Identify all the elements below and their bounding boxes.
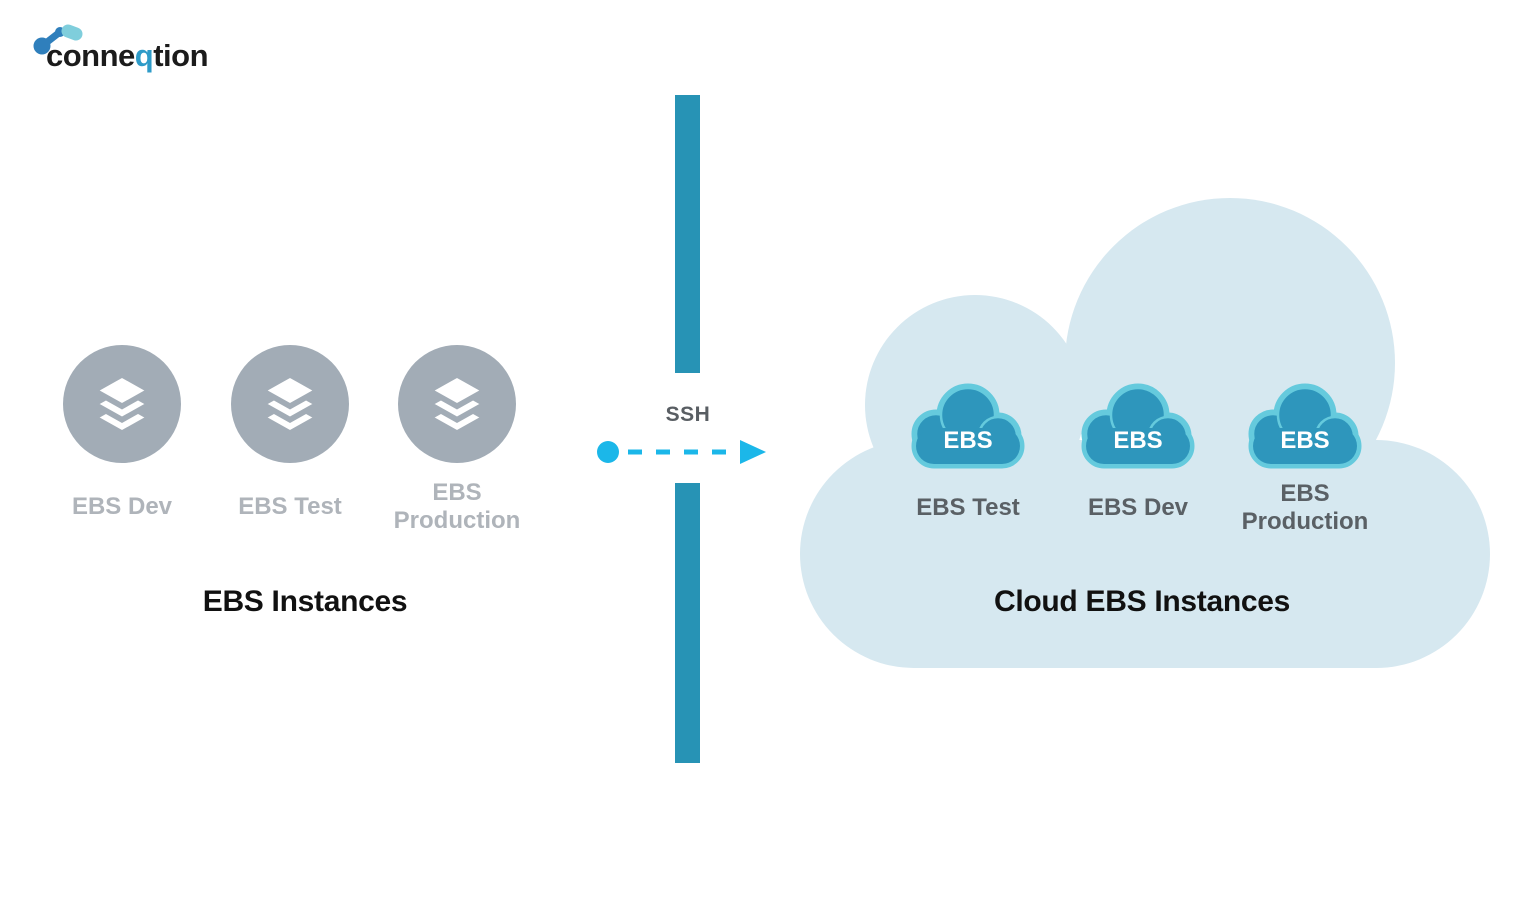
onprem-instance-test: EBS Test	[200, 345, 380, 535]
instance-circle	[398, 345, 516, 463]
arrow-head	[740, 440, 766, 464]
cloud-instance-production: EBS EBS Production	[1205, 378, 1405, 537]
logo-text-prefix: conne	[46, 38, 135, 73]
cloud-badge-label: EBS	[1280, 427, 1329, 454]
instance-circle	[63, 345, 181, 463]
ssh-label: SSH	[665, 403, 711, 426]
cloud-instance-label: EBS Dev	[1087, 494, 1189, 521]
cloud-badge-label: EBS	[1113, 427, 1162, 454]
instance-label: EBS Dev	[71, 493, 173, 520]
ebs-cloud-icon: EBS	[1081, 383, 1195, 469]
layers-icon	[88, 371, 156, 437]
cloud-instance-label: EBS Test	[916, 494, 1020, 521]
instance-circle	[231, 345, 349, 463]
cloud-title: Cloud EBS Instances	[993, 585, 1291, 618]
layers-icon	[256, 371, 324, 437]
conneqtion-logo: conneqtion	[28, 14, 248, 78]
onprem-title: EBS Instances	[202, 585, 408, 618]
cloud-instance-label: EBS Production	[1241, 480, 1369, 535]
logo-text-accent: q	[134, 38, 154, 73]
instance-label: EBS Test	[238, 493, 342, 520]
ebs-cloud-icon: EBS	[1248, 383, 1362, 469]
molecule-icon	[33, 24, 83, 55]
onprem-instance-production: EBS Production	[367, 345, 547, 535]
instance-label: EBS Production	[393, 479, 521, 534]
layers-icon	[423, 371, 491, 437]
cloud-instance-test: EBS EBS Test	[868, 378, 1068, 537]
ssh-arrow-icon	[597, 440, 766, 464]
firewall-bar-bottom	[675, 483, 700, 763]
firewall-bar-top	[675, 95, 700, 373]
arrow-dot	[597, 441, 619, 463]
logo-wordmark: conneqtion	[46, 38, 209, 74]
cloud-instance-dev: EBS EBS Dev	[1038, 378, 1238, 537]
logo-text-suffix: tion	[153, 38, 209, 73]
ebs-cloud-icon: EBS	[911, 383, 1025, 469]
cloud-badge-label: EBS	[943, 427, 992, 454]
onprem-instance-dev: EBS Dev	[32, 345, 212, 535]
